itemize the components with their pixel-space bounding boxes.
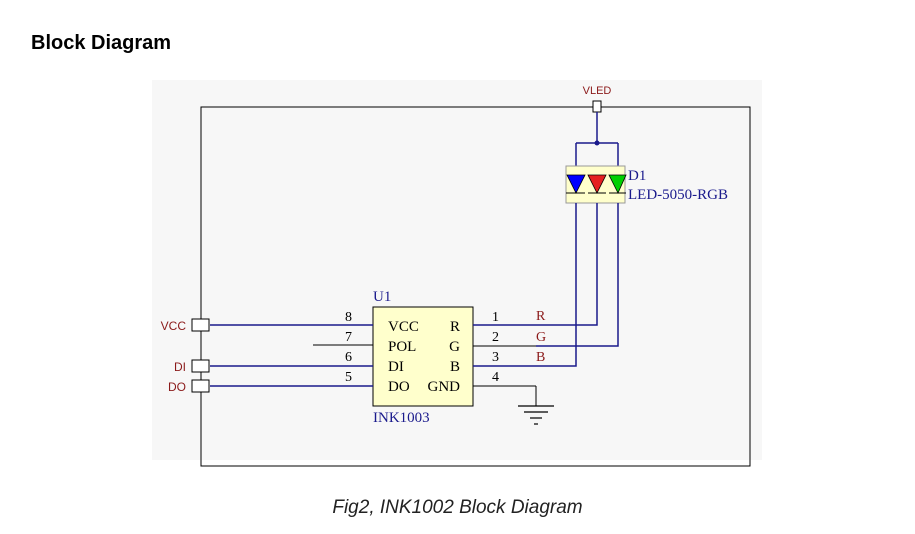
pin-number-4: 4 xyxy=(492,370,499,385)
schematic-frame xyxy=(200,106,751,467)
ic-part-number: INK1003 xyxy=(373,410,430,426)
do-port-label: DO xyxy=(168,380,186,394)
net-label-b: B xyxy=(536,350,545,365)
do-port: DO xyxy=(168,379,210,394)
wire-r xyxy=(536,203,598,326)
red-led-icon xyxy=(587,174,607,194)
net-label-r: R xyxy=(536,309,546,324)
vcc-port: VCC xyxy=(161,318,210,333)
vled-label: VLED xyxy=(583,85,612,97)
di-port-label: DI xyxy=(174,360,186,374)
pin-number-6: 6 xyxy=(345,350,352,365)
led-part-number: LED-5050-RGB xyxy=(628,187,728,203)
pin-name-r: R xyxy=(450,319,460,335)
pin-number-5: 5 xyxy=(345,370,352,385)
pin-name-b: B xyxy=(450,359,460,375)
pin-number-7: 7 xyxy=(345,330,352,345)
pin-name-vcc: VCC xyxy=(388,319,419,335)
pin-name-pol: POL xyxy=(388,339,416,355)
led-designator: D1 xyxy=(628,168,646,184)
pin-number-1: 1 xyxy=(492,310,499,325)
ground-symbol-icon xyxy=(518,386,554,425)
net-label-g: G xyxy=(536,330,546,345)
section-heading: Block Diagram xyxy=(31,32,172,54)
pin-number-8: 8 xyxy=(345,310,352,325)
wire-b xyxy=(536,203,577,367)
ic-body xyxy=(372,306,474,407)
green-led-icon xyxy=(608,174,627,194)
pin-name-g: G xyxy=(449,339,460,355)
rgb-led-package xyxy=(565,165,627,204)
di-port: DI xyxy=(174,359,210,374)
pin-name-gnd: GND xyxy=(428,379,461,395)
pin-name-di: DI xyxy=(388,359,404,375)
figure-caption: Fig2, INK1002 Block Diagram xyxy=(332,497,583,518)
vled-port: VLED xyxy=(583,85,612,113)
wire-g xyxy=(536,203,619,347)
pin-number-3: 3 xyxy=(492,350,499,365)
pin-name-do: DO xyxy=(388,379,410,395)
pin-number-2: 2 xyxy=(492,330,499,345)
blue-led-icon xyxy=(566,174,586,194)
ic-designator: U1 xyxy=(373,289,391,305)
vcc-port-label: VCC xyxy=(161,319,187,333)
